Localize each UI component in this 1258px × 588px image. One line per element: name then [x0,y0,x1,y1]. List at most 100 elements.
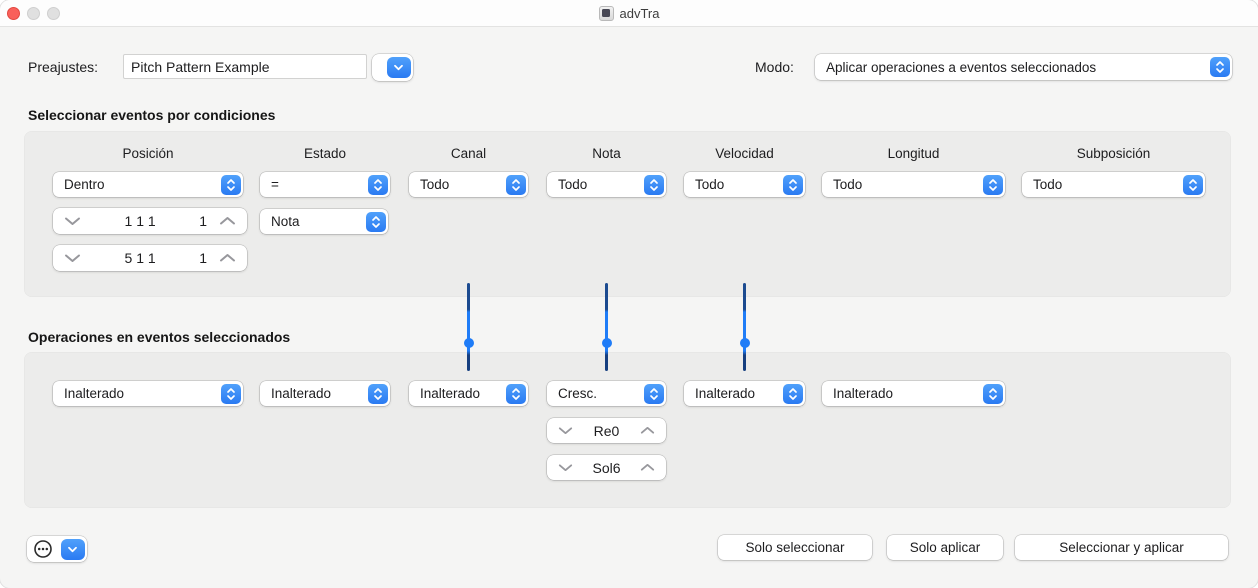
operation-value: Inalterado [271,386,332,401]
title-bar: advTra [0,0,1258,27]
more-options-combo[interactable] [27,536,87,562]
chevron-down-icon [386,57,411,78]
stepper-increment-icon[interactable] [219,216,236,226]
condition-popup-canal[interactable]: Todo [409,172,528,197]
stepper-increment-icon[interactable] [640,426,655,435]
operation-popup-canal[interactable]: Inalterado [409,381,528,406]
select-only-button[interactable]: Solo seleccionar [718,535,872,560]
estado-type-popup[interactable]: Nota [260,209,388,234]
operation-value: Inalterado [695,386,756,401]
close-button[interactable] [7,7,20,20]
column-header-canal: Canal [450,146,487,161]
popup-chevrons-icon [782,383,803,404]
condition-popup-longitud[interactable]: Todo [822,172,1005,197]
cresc-to-stepper[interactable]: Sol6 [547,455,666,480]
column-header-posicion: Posición [122,146,174,161]
condition-popup-subposicion[interactable]: Todo [1022,172,1205,197]
condition-value: = [271,177,279,192]
column-header-velocidad: Velocidad [715,146,774,161]
popup-chevrons-icon [643,383,664,404]
popup-chevrons-icon [782,174,803,195]
operation-popup-longitud[interactable]: Inalterado [822,381,1005,406]
conditions-section-title: Seleccionar eventos por condiciones [28,107,276,123]
popup-chevrons-icon [220,383,241,404]
connector-line-velocidad [739,283,750,371]
presets-label: Preajustes: [28,59,99,75]
popup-chevrons-icon [1209,57,1230,77]
operation-value: Inalterado [420,386,481,401]
condition-popup-nota[interactable]: Todo [547,172,666,197]
stepper-decrement-icon[interactable] [558,463,573,472]
button-label: Solo aplicar [909,540,981,555]
column-header-subposicion: Subposición [1076,146,1151,161]
operations-section-title: Operaciones en eventos seleccionados [28,329,291,345]
popup-chevrons-icon [643,174,664,195]
mode-label: Modo: [755,59,794,75]
connector-dot [463,338,474,348]
popup-chevrons-icon [505,174,526,195]
condition-value: Dentro [64,177,105,192]
button-label: Seleccionar y aplicar [1059,540,1184,555]
operation-value: Inalterado [64,386,125,401]
condition-value: Todo [420,177,450,192]
button-label: Solo seleccionar [745,540,845,555]
popup-chevrons-icon [982,383,1003,404]
stepper-decrement-icon[interactable] [558,426,573,435]
column-header-nota: Nota [592,146,621,161]
window-controls [7,7,60,20]
stepper-decrement-icon[interactable] [64,253,81,263]
popup-chevrons-icon [367,383,388,404]
connector-line-nota [601,283,612,371]
window-title: advTra [619,5,660,21]
ellipsis-circle-icon[interactable] [33,539,53,559]
condition-popup-estado[interactable]: = [260,172,390,197]
estado-type-value: Nota [271,214,300,229]
zoom-button[interactable] [47,7,60,20]
condition-value: Todo [558,177,588,192]
position-to-sub: 1 [199,250,207,266]
connector-dot [739,338,750,348]
popup-chevrons-icon [220,174,241,195]
cresc-to-value: Sol6 [592,459,621,476]
footer-menu-button[interactable] [60,538,85,560]
select-and-apply-button[interactable]: Seleccionar y aplicar [1015,535,1228,560]
preset-name-input[interactable] [123,54,367,79]
position-to-bars: 5 1 1 [124,250,156,266]
popup-chevrons-icon [367,174,388,195]
mode-popup[interactable]: Aplicar operaciones a eventos selecciona… [815,54,1232,80]
column-header-longitud: Longitud [887,146,940,161]
minimize-button[interactable] [27,7,40,20]
operation-popup-estado[interactable]: Inalterado [260,381,390,406]
connector-line-canal [463,283,474,371]
operation-popup-velocidad[interactable]: Inalterado [684,381,805,406]
operation-value: Inalterado [833,386,894,401]
condition-popup-velocidad[interactable]: Todo [684,172,805,197]
position-from-stepper[interactable]: 1 1 1 1 [53,208,247,234]
condition-value: Todo [1033,177,1063,192]
operation-popup-posicion[interactable]: Inalterado [53,381,243,406]
chevron-down-icon [68,546,77,552]
stepper-decrement-icon[interactable] [64,216,81,226]
operation-value: Cresc. [558,386,598,401]
popup-chevrons-icon [505,383,526,404]
condition-value: Todo [695,177,725,192]
document-proxy-icon [598,5,614,21]
stepper-increment-icon[interactable] [640,463,655,472]
cresc-from-value: Re0 [593,422,620,439]
position-from-sub: 1 [199,213,207,229]
condition-popup-posicion[interactable]: Dentro [53,172,243,197]
popup-chevrons-icon [982,174,1003,195]
preset-menu-button[interactable] [372,54,413,81]
apply-only-button[interactable]: Solo aplicar [887,535,1003,560]
stepper-increment-icon[interactable] [219,253,236,263]
column-header-estado: Estado [303,146,347,161]
mode-popup-value: Aplicar operaciones a eventos selecciona… [826,59,1097,75]
position-from-bars: 1 1 1 [124,213,156,229]
operation-popup-nota[interactable]: Cresc. [547,381,666,406]
popup-chevrons-icon [365,211,386,232]
cresc-from-stepper[interactable]: Re0 [547,418,666,443]
condition-value: Todo [833,177,863,192]
connector-dot [601,338,612,348]
position-to-stepper[interactable]: 5 1 1 1 [53,245,247,271]
